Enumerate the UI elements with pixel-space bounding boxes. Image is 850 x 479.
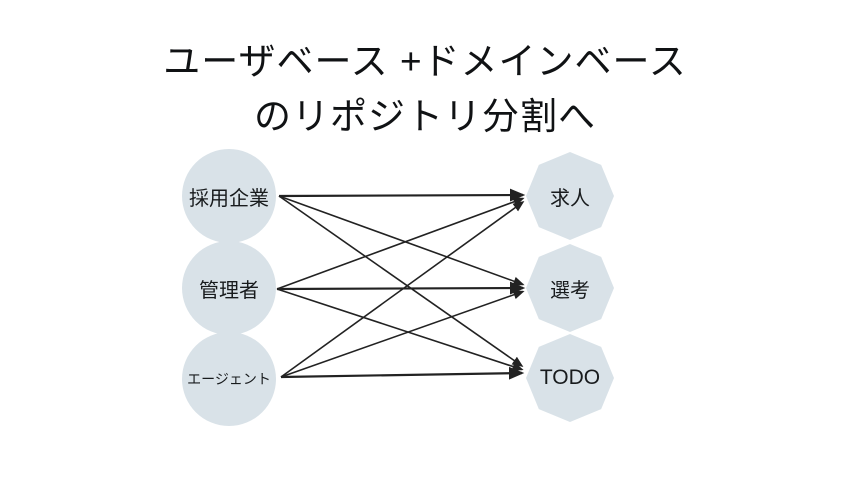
slide-title-line2: のリポジトリ分割へ bbox=[254, 96, 596, 137]
node-hiring-company-label: 採用企業 bbox=[189, 187, 269, 210]
edge-arrow-admin-to-screening bbox=[276, 281, 526, 295]
edge-arrow-hiring-company-to-job bbox=[278, 188, 526, 202]
node-agent-label: エージェント bbox=[187, 371, 271, 387]
node-hiring-company: 採用企業 bbox=[182, 149, 276, 243]
slide-title-line1: ユーザベース +ドメインベース bbox=[163, 41, 687, 82]
node-screening-label: 選考 bbox=[550, 279, 590, 302]
node-todo-label: TODO bbox=[539, 366, 601, 389]
slide-title: ユーザベース +ドメインベース のリポジトリ分割へ bbox=[0, 34, 850, 144]
node-agent: エージェント bbox=[182, 332, 276, 426]
edge-arrow-agent-to-todo bbox=[280, 366, 525, 380]
edge-arrow-admin-to-todo bbox=[276, 288, 524, 371]
node-job: 求人 bbox=[526, 152, 614, 240]
node-admin-label: 管理者 bbox=[199, 279, 259, 302]
edge-arrow-agent-to-job bbox=[280, 201, 525, 378]
node-job-label: 求人 bbox=[550, 187, 590, 210]
node-todo: TODO bbox=[526, 334, 614, 422]
edge-arrow-agent-to-screening bbox=[280, 290, 525, 378]
node-screening: 選考 bbox=[526, 244, 614, 332]
edge-arrow-hiring-company-to-todo bbox=[278, 195, 524, 367]
edge-arrow-hiring-company-to-screening bbox=[278, 195, 525, 286]
node-admin: 管理者 bbox=[182, 241, 276, 335]
edge-arrow-admin-to-job bbox=[276, 197, 525, 290]
